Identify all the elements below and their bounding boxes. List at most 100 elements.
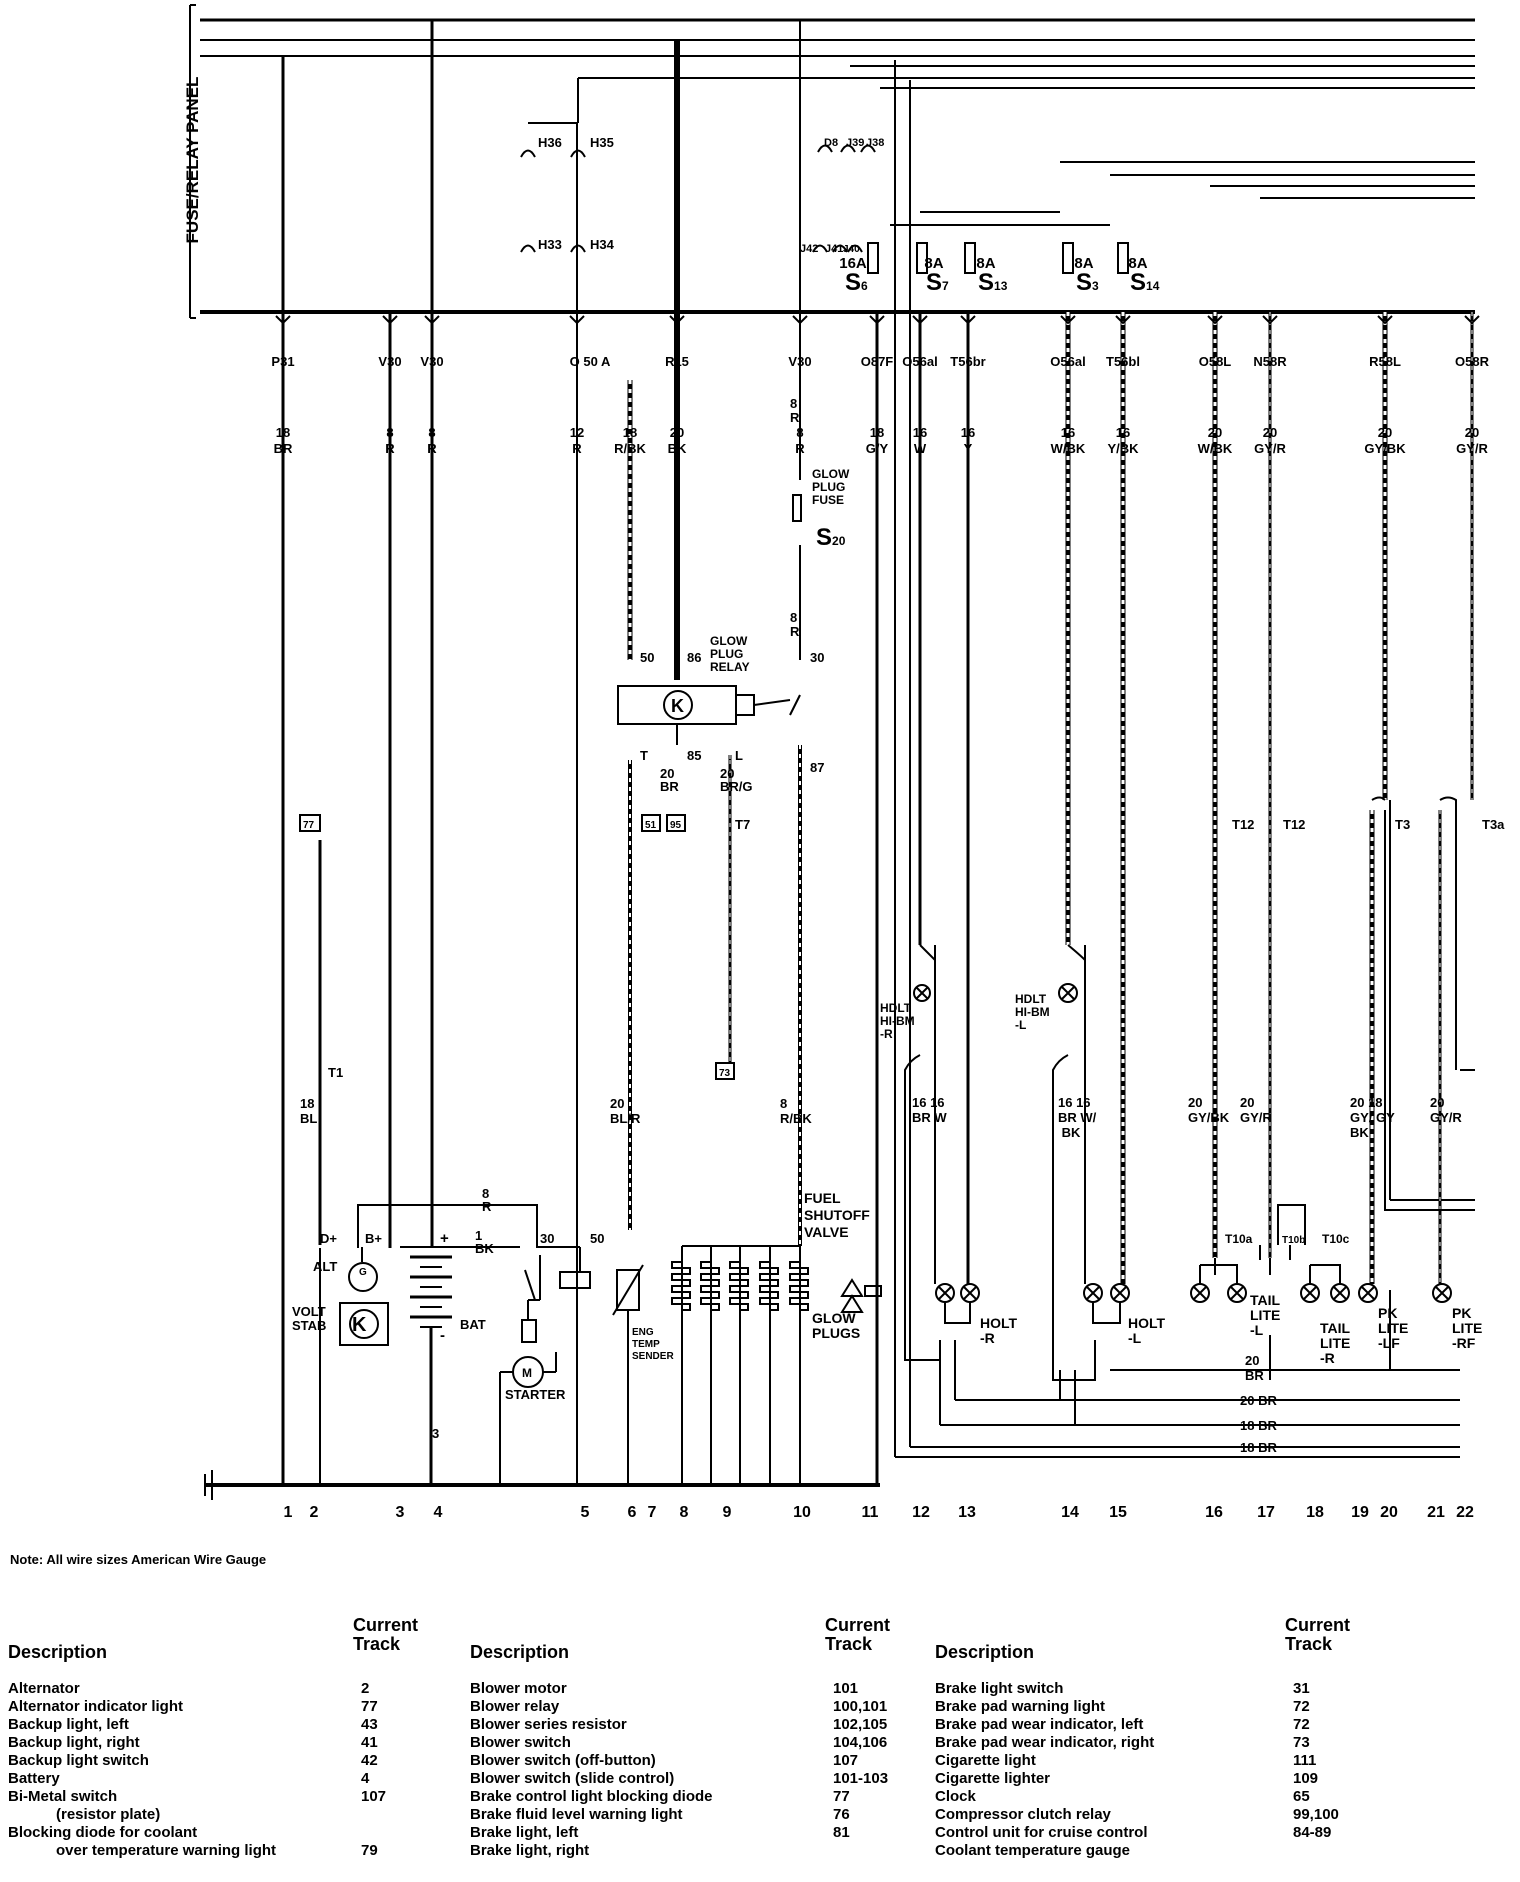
connector-h34: H34 [590, 237, 615, 252]
track-number: 3 [396, 1504, 405, 1521]
connector-t3a: T3a [1482, 817, 1505, 832]
wire [1439, 796, 1457, 1070]
legend-description: Blower switch (slide control) [470, 1770, 675, 1787]
legend-track: 101 [833, 1680, 859, 1697]
wire-gauge: 8 [428, 425, 435, 440]
legend-description: Alternator indicator light [8, 1698, 184, 1715]
terminal-label: R15 [665, 354, 689, 369]
wire-gauge: 16 [961, 425, 975, 440]
box-95-label: 95 [670, 820, 682, 831]
legend-description: Brake control light blocking diode [470, 1788, 713, 1805]
wire-color: BR [274, 441, 293, 456]
battery-minus: - [440, 1327, 445, 1344]
legend-description: (resistor plate) [56, 1806, 161, 1823]
track-number: 10 [793, 1504, 811, 1521]
track-number: 8 [680, 1504, 689, 1521]
track-number: 20 [1380, 1504, 1398, 1521]
legend-track: 81 [833, 1824, 850, 1841]
fuse-name: S3 [1076, 269, 1099, 296]
fuse-rating: 16A [839, 255, 867, 272]
fuse-symbol [916, 242, 928, 274]
legend-track: 107 [361, 1788, 387, 1805]
wiring-diagram: FUSE/RELAY PANEL H36H35H33H34J42J41J40D8… [183, 4, 1505, 1521]
connector-h33: H33 [538, 237, 562, 252]
box-51 [641, 814, 661, 832]
terminal-label: V30 [378, 354, 401, 369]
legend-description: Backup light switch [8, 1752, 149, 1769]
legend-track: 109 [1293, 1770, 1319, 1787]
legend-description: Alternator [8, 1680, 80, 1697]
track-number: 7 [648, 1504, 657, 1521]
connector-pin [1060, 315, 1076, 325]
wire-gauge-note: Note: All wire sizes American Wire Gauge [10, 1552, 267, 1567]
starter-m: M [522, 1366, 532, 1380]
legend-track: 73 [1293, 1734, 1310, 1751]
legend-description: Blower motor [470, 1680, 567, 1697]
alt-b-plus: B+ [365, 1231, 382, 1246]
connector-socket [570, 244, 586, 253]
connector-pin [669, 315, 685, 325]
terminal-label: O58L [1199, 354, 1232, 369]
track-number: 15 [1109, 1504, 1127, 1521]
wire-color: W/BK [1198, 441, 1233, 456]
terminal-label: R58L [1369, 354, 1401, 369]
connector-t1: T1 [328, 1065, 343, 1080]
box-73-label: 73 [719, 1068, 731, 1079]
wire-color: BK [668, 441, 687, 456]
alt-d-plus: D+ [320, 1231, 337, 1246]
fuse-symbol [867, 242, 879, 274]
relay-pin-87: 87 [810, 760, 824, 775]
legend-track: 100,101 [833, 1698, 888, 1715]
fuse-rating: 8A [924, 255, 943, 272]
legend-description: Control unit for cruise control [935, 1824, 1148, 1841]
wire-color: R/BK [614, 441, 646, 456]
connector-j42: J42 [800, 243, 818, 255]
wire-color: R [572, 441, 582, 456]
connector-t10a: T10a [1225, 1232, 1253, 1246]
volt-stab-k: K [352, 1314, 367, 1336]
terminal-label: N58R [1253, 354, 1287, 369]
wire-color: W [914, 441, 927, 456]
connector-j39: J39 [846, 137, 864, 149]
wire-gauge: 20 [1465, 425, 1479, 440]
alternator-g: G [359, 1267, 367, 1278]
legend-description: Brake light, right [470, 1842, 590, 1859]
wire-color: Y/BK [1107, 441, 1139, 456]
fuse-symbol [1117, 242, 1129, 274]
terminal-label: O56al [902, 354, 937, 369]
terminal-label: O58R [1455, 354, 1490, 369]
legend-track: 42 [361, 1752, 378, 1769]
connector-socket [817, 144, 833, 153]
connector-socket [520, 244, 536, 253]
wire-gauge: 18 [870, 425, 884, 440]
box-73 [715, 1062, 735, 1080]
terminal-label: O87F [861, 354, 894, 369]
wire-gauge: 16 [913, 425, 927, 440]
legend-track: 77 [833, 1788, 850, 1805]
holt-r-label: HOLT-R [980, 1315, 1018, 1346]
track-number: 6 [628, 1504, 637, 1521]
track-number: 19 [1351, 1504, 1369, 1521]
connector-h35: H35 [590, 135, 614, 150]
track-number: 22 [1456, 1504, 1474, 1521]
wire-color: G/Y [866, 441, 889, 456]
wire [1259, 1245, 1291, 1275]
track-number: 11 [862, 1504, 879, 1521]
wire-gauge: 16 [1061, 425, 1075, 440]
relay-pin-86: 86 [687, 650, 701, 665]
legend-track: 2 [361, 1680, 370, 1697]
wire-color: GY/BK [1364, 441, 1406, 456]
legend-track: 72 [1293, 1698, 1310, 1715]
